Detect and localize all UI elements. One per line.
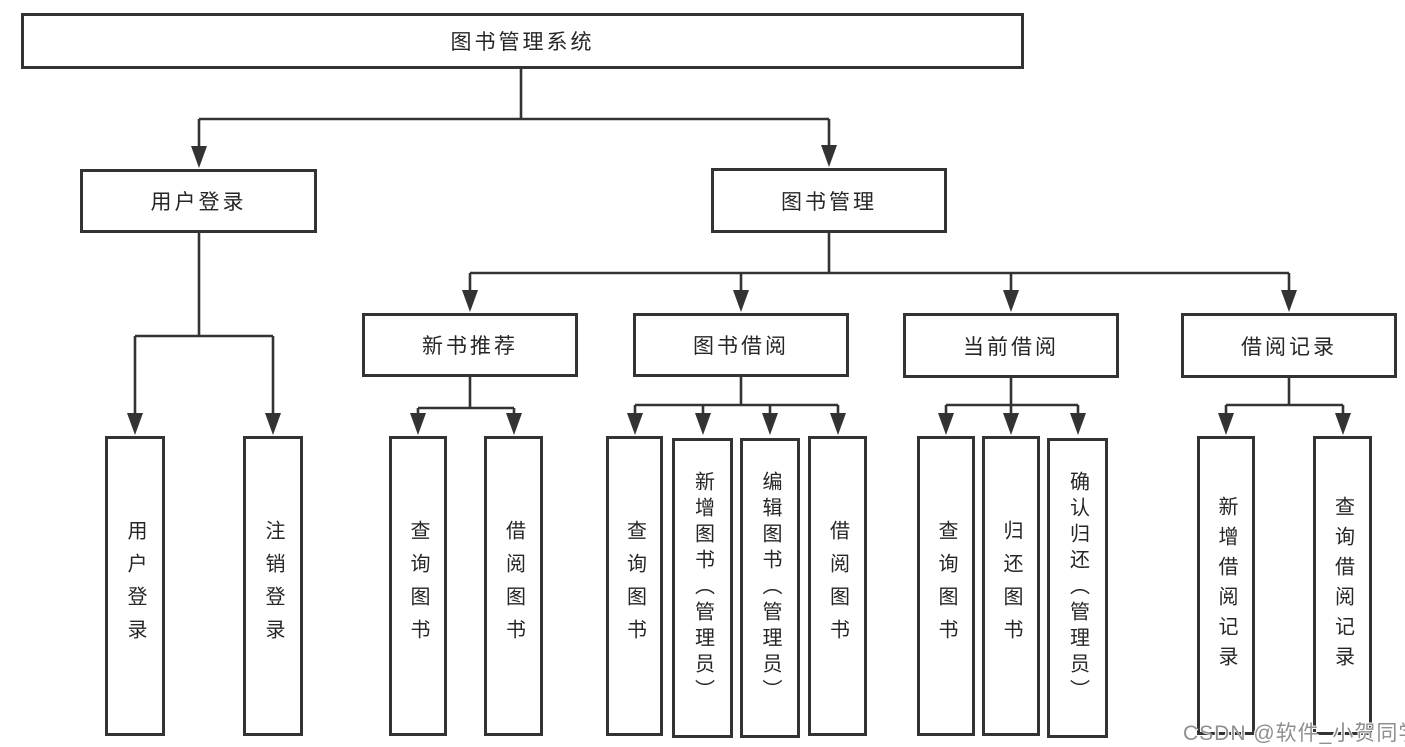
leaf-add-book-admin: 新增图书（管理员） — [672, 438, 733, 738]
node-book-borrow: 图书借阅 — [633, 313, 849, 377]
csdn-watermark: CSDN @软件_小贺同学 — [1183, 722, 1405, 745]
leaf-query-books-borrow: 查询图书 — [606, 436, 663, 736]
leaf-borrow-book: 借阅图书 — [808, 436, 867, 736]
node-library-management-system: 图书管理系统 — [21, 13, 1024, 69]
leaf-query-borrow-record: 查询借阅记录 — [1313, 436, 1372, 735]
leaf-query-books-current: 查询图书 — [917, 436, 975, 736]
leaf-borrow-books-recommend: 借阅图书 — [484, 436, 543, 736]
node-borrow-records: 借阅记录 — [1181, 313, 1397, 378]
leaf-return-book: 归还图书 — [982, 436, 1040, 736]
leaf-query-books-recommend: 查询图书 — [389, 436, 447, 736]
leaf-confirm-return-admin: 确认归还（管理员） — [1047, 438, 1108, 738]
leaf-user-login: 用户登录 — [105, 436, 165, 736]
leaf-add-borrow-record: 新增借阅记录 — [1197, 436, 1255, 735]
leaf-logout: 注销登录 — [243, 436, 303, 736]
node-current-borrow: 当前借阅 — [903, 313, 1119, 378]
node-user-login: 用户登录 — [80, 169, 317, 233]
node-new-book-recommend: 新书推荐 — [362, 313, 578, 377]
node-book-management: 图书管理 — [711, 168, 947, 233]
leaf-edit-book-admin: 编辑图书（管理员） — [740, 438, 800, 738]
